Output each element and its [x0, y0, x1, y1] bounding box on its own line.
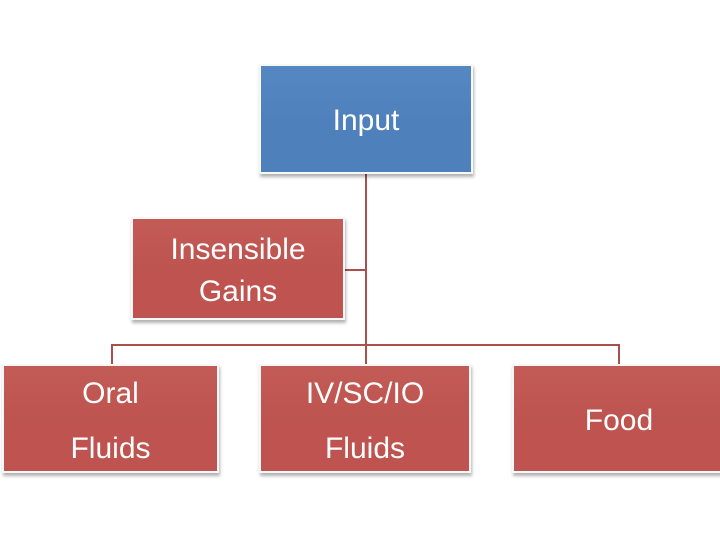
node-insensible-gains-label-line2: Gains — [198, 274, 278, 308]
node-input: Input — [259, 64, 473, 174]
node-iv-sc-io-fluids-label-line2: Fluids — [324, 431, 406, 465]
connector-drop-food — [618, 344, 620, 367]
node-insensible-gains-label-line1: Insensible — [170, 232, 306, 266]
connector-drop-oral-fluids — [111, 344, 113, 367]
node-insensible-gains: Insensible Gains — [131, 217, 345, 320]
node-oral-fluids-label-line2: Fluids — [70, 431, 151, 465]
node-iv-sc-io-fluids: IV/SC/IO Fluids — [259, 364, 471, 473]
node-food: Food — [512, 364, 720, 473]
node-oral-fluids: Oral Fluids — [2, 364, 219, 473]
node-input-label: Input — [332, 104, 400, 137]
connector-children-horizontal — [111, 344, 620, 346]
node-oral-fluids-label-line1: Oral — [82, 376, 139, 410]
node-food-label: Food — [584, 404, 654, 437]
node-iv-sc-io-fluids-label-line1: IV/SC/IO — [305, 376, 425, 410]
connector-insensible-elbow — [345, 269, 367, 271]
